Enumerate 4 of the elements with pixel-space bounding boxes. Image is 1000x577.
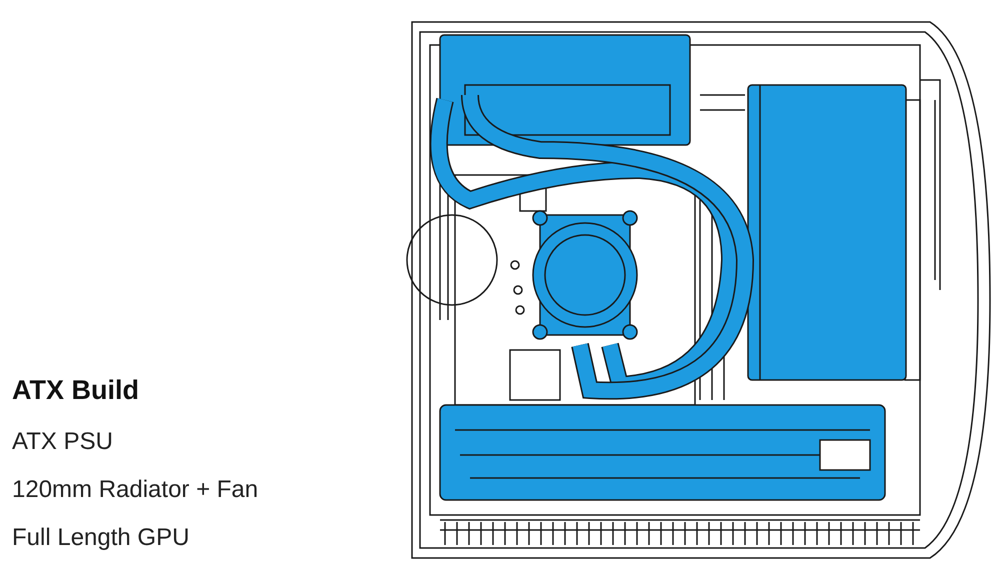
title: ATX Build bbox=[12, 374, 139, 407]
spec-text: 120mm Radiator + Fan bbox=[12, 475, 258, 505]
spec-text: Full Length GPU bbox=[12, 523, 190, 553]
spec-text: ATX PSU bbox=[12, 427, 113, 457]
